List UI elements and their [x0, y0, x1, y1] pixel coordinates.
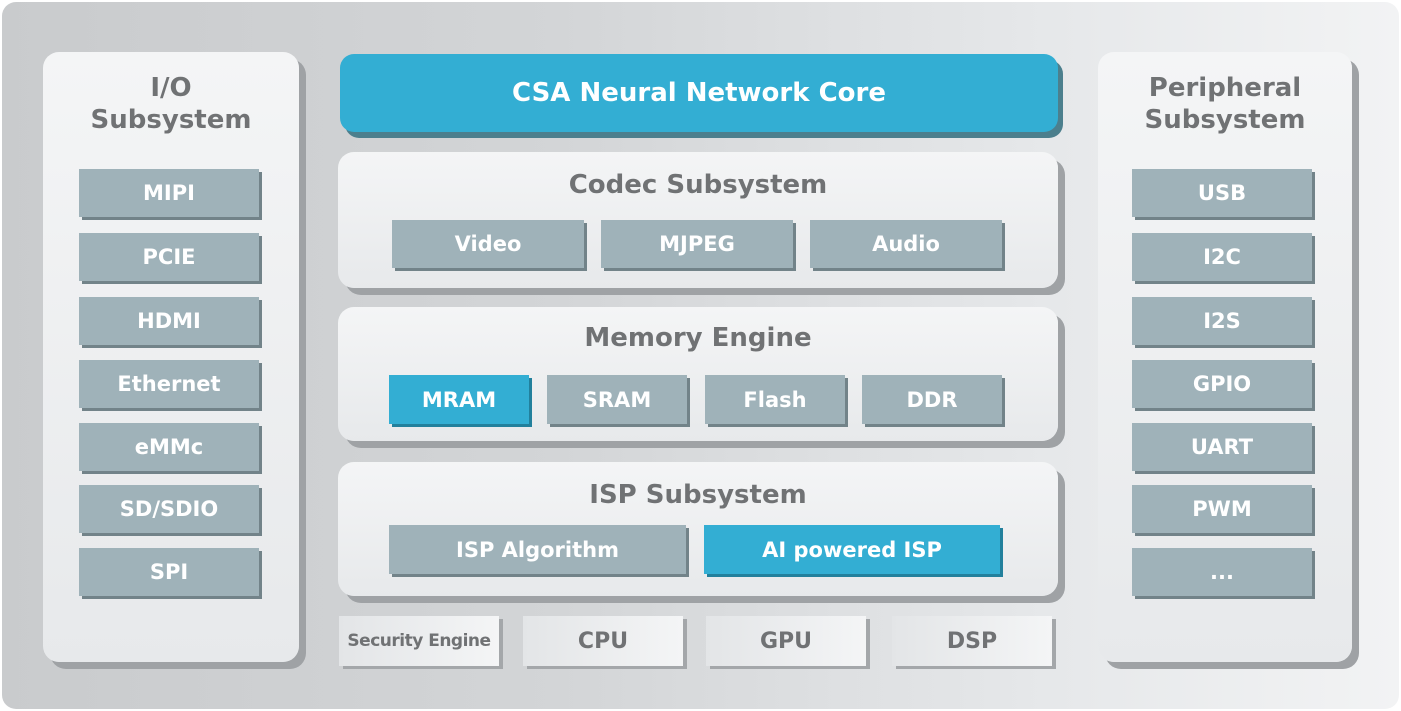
codec-subsystem-title: Codec Subsystem: [568, 170, 828, 200]
peripheral-item-more: ...: [1132, 548, 1312, 596]
io-item-sdsdio: SD/SDIO: [79, 485, 259, 533]
peripheral-item-pwm: PWM: [1132, 485, 1312, 533]
dsp-block: DSP: [892, 616, 1052, 666]
peripheral-title-line1: Peripheral: [1148, 73, 1302, 103]
codec-item-audio: Audio: [810, 220, 1002, 268]
io-subsystem-title: I/O Subsystem: [43, 72, 299, 136]
cpu-block: CPU: [523, 616, 683, 666]
security-engine-block: Security Engine: [339, 616, 499, 666]
memory-item-flash: Flash: [705, 375, 845, 424]
peripheral-title-line2: Subsystem: [1144, 105, 1306, 135]
isp-subsystem-title: ISP Subsystem: [589, 480, 807, 510]
memory-item-mram: MRAM: [389, 375, 529, 424]
core-label: CSA Neural Network Core: [512, 78, 886, 108]
memory-item-ddr: DDR: [862, 375, 1002, 424]
neural-network-core: CSA Neural Network Core: [340, 54, 1058, 132]
memory-item-sram: SRAM: [547, 375, 687, 424]
peripheral-subsystem-title: Peripheral Subsystem: [1098, 72, 1352, 136]
memory-engine-title: Memory Engine: [584, 323, 812, 353]
peripheral-item-uart: UART: [1132, 423, 1312, 471]
io-title-line2: Subsystem: [90, 105, 252, 135]
gpu-block: GPU: [706, 616, 866, 666]
peripheral-item-usb: USB: [1132, 169, 1312, 217]
codec-item-video: Video: [392, 220, 584, 268]
isp-item-algorithm: ISP Algorithm: [389, 525, 686, 574]
isp-subsystem-panel: ISP Subsystem ISP Algorithm AI powered I…: [338, 462, 1058, 596]
peripheral-subsystem-panel: Peripheral Subsystem USB I2C I2S GPIO UA…: [1098, 52, 1352, 662]
codec-item-mjpeg: MJPEG: [601, 220, 793, 268]
isp-item-ai-powered: AI powered ISP: [704, 525, 1000, 574]
memory-engine-panel: Memory Engine MRAM SRAM Flash DDR: [338, 307, 1058, 441]
codec-subsystem-panel: Codec Subsystem Video MJPEG Audio: [338, 152, 1058, 288]
peripheral-item-i2c: I2C: [1132, 233, 1312, 281]
io-item-hdmi: HDMI: [79, 297, 259, 345]
io-item-mipi: MIPI: [79, 169, 259, 217]
peripheral-item-gpio: GPIO: [1132, 360, 1312, 408]
io-title-line1: I/O: [150, 73, 192, 103]
peripheral-item-i2s: I2S: [1132, 297, 1312, 345]
io-item-pcie: PCIE: [79, 233, 259, 281]
io-subsystem-panel: I/O Subsystem MIPI PCIE HDMI Ethernet eM…: [43, 52, 299, 662]
io-item-emmc: eMMc: [79, 423, 259, 471]
io-item-ethernet: Ethernet: [79, 360, 259, 408]
io-item-spi: SPI: [79, 548, 259, 596]
